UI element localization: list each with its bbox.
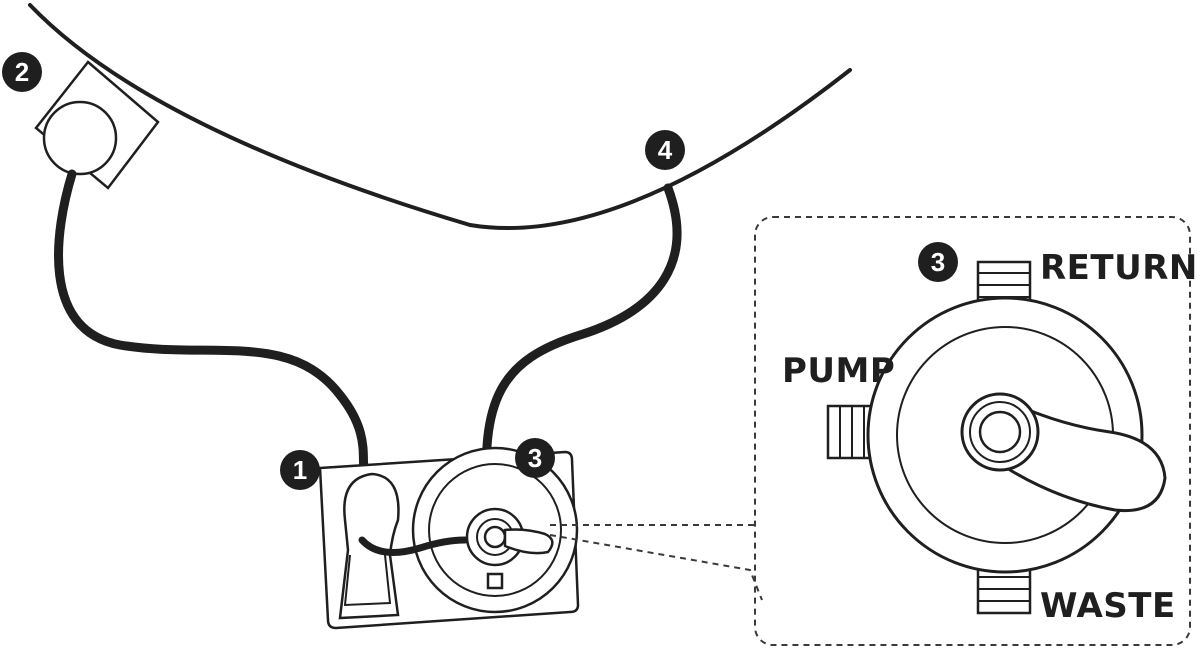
tub-wall-arc bbox=[28, 3, 852, 230]
pump-label: PUMP bbox=[782, 351, 895, 391]
valve-inset-frame bbox=[754, 216, 1191, 646]
valve-inset-detail bbox=[826, 260, 1167, 615]
badge-4: 4 bbox=[645, 130, 685, 170]
svg-text:3: 3 bbox=[528, 443, 542, 473]
badge-2: 2 bbox=[2, 52, 42, 92]
badge-3: 3 bbox=[515, 438, 555, 478]
callout-connector bbox=[549, 524, 763, 601]
badge-1: 1 bbox=[280, 450, 320, 490]
waste-label: WASTE bbox=[1040, 586, 1176, 626]
svg-text:2: 2 bbox=[15, 57, 29, 87]
equipment-base bbox=[318, 446, 580, 630]
svg-text:1: 1 bbox=[293, 455, 307, 485]
hose-skimmer-to-pump bbox=[54, 169, 370, 480]
return-label: RETURN bbox=[1040, 248, 1198, 288]
badge-3-inset: 3 bbox=[918, 242, 958, 282]
skimmer-fitting bbox=[34, 60, 160, 190]
svg-text:4: 4 bbox=[658, 135, 673, 165]
waste-port bbox=[976, 563, 1032, 615]
svg-text:3: 3 bbox=[931, 247, 945, 277]
hose-wall-to-valve bbox=[481, 183, 682, 510]
